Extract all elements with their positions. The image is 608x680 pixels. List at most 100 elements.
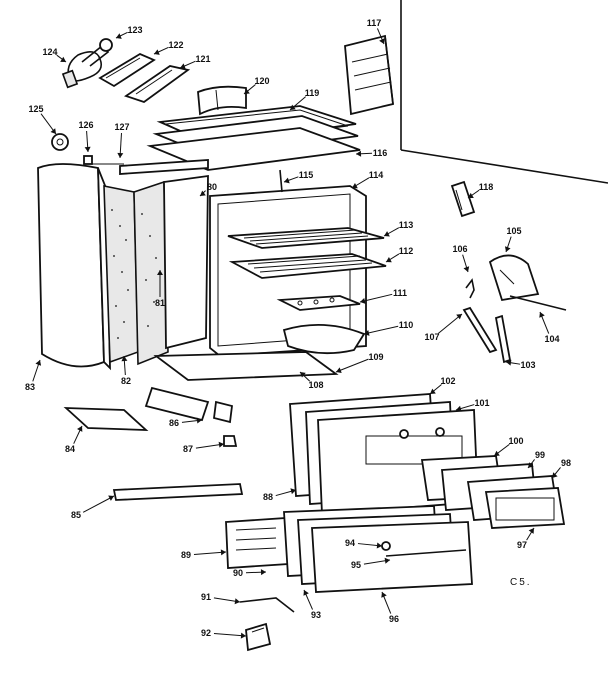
- clip-bracket: [450, 180, 476, 218]
- leader-arrowhead: [220, 549, 226, 556]
- power-cord-assembly: [61, 38, 113, 89]
- leader-arrowhead: [352, 182, 358, 189]
- callout-124: 124: [42, 47, 67, 63]
- leader-arrowhead: [456, 405, 462, 412]
- leader-arrowhead: [121, 356, 128, 362]
- callout-label: 116: [373, 148, 388, 158]
- callout-label: 114: [369, 170, 384, 180]
- callout-122: 122: [153, 40, 184, 55]
- callout-114: 114: [351, 170, 384, 189]
- callout-108: 108: [299, 371, 324, 390]
- callout-label: 125: [28, 104, 43, 114]
- leader-arrowhead: [504, 246, 511, 252]
- callout-label: 106: [452, 244, 467, 254]
- drawer-front: [311, 521, 473, 593]
- callout-label: 109: [368, 352, 383, 362]
- drawer-handle-clip: [239, 597, 295, 613]
- callout-99: 99: [527, 450, 545, 469]
- callout-label: 122: [168, 40, 183, 50]
- leader-arrowhead: [60, 56, 66, 62]
- leader-arrowhead: [196, 417, 202, 424]
- callout-label: 126: [78, 120, 93, 130]
- leader-arrowhead: [552, 472, 558, 478]
- callout-109: 109: [335, 352, 384, 374]
- callout-label: 111: [393, 288, 407, 298]
- callout-125: 125: [28, 104, 57, 135]
- hinge-link-103: [494, 314, 512, 364]
- leader-line: [335, 358, 369, 373]
- leader-arrowhead: [290, 104, 296, 110]
- callout-label: 82: [121, 376, 131, 386]
- hinge-link-107: [462, 306, 498, 354]
- leader-arrowhead: [244, 88, 250, 94]
- callout-119: 119: [289, 88, 320, 111]
- callout-label: 119: [305, 88, 320, 98]
- callout-85: 85: [71, 495, 115, 520]
- callout-label: 113: [399, 220, 414, 230]
- callout-label: 115: [299, 170, 314, 180]
- leader-arrowhead: [157, 270, 163, 275]
- callout-94: 94: [345, 538, 383, 549]
- callout-113: 113: [383, 220, 414, 237]
- leader-arrowhead: [494, 450, 500, 456]
- callout-label: 81: [155, 298, 165, 308]
- leader-arrowhead: [528, 528, 534, 534]
- callout-label: 103: [520, 360, 535, 370]
- leader-arrowhead: [200, 190, 206, 196]
- callout-label: 121: [195, 54, 210, 64]
- leader-line: [82, 495, 115, 513]
- leader-arrowhead: [364, 330, 370, 336]
- leader-arrowhead: [116, 33, 122, 39]
- callout-label: 123: [127, 25, 142, 35]
- callout-103: 103: [505, 359, 536, 370]
- callout-label: 91: [201, 592, 211, 602]
- callout-label: 90: [233, 568, 243, 578]
- leader-arrowhead: [77, 426, 83, 432]
- leader-arrowhead: [303, 590, 309, 596]
- drawer-bracket: [245, 622, 272, 652]
- callout-label: 104: [544, 334, 559, 344]
- callout-106: 106: [452, 244, 470, 273]
- leader-arrowhead: [284, 177, 290, 184]
- callout-112: 112: [385, 246, 413, 263]
- callout-label: 117: [367, 18, 382, 28]
- callout-label: 100: [508, 436, 523, 446]
- callout-100: 100: [493, 436, 524, 457]
- drawer-rail: [144, 386, 233, 424]
- burner-box-part: [98, 52, 191, 104]
- callout-123: 123: [115, 25, 143, 39]
- callout-label: 108: [308, 380, 323, 390]
- callout-label: 98: [561, 458, 571, 468]
- callout-label: 127: [114, 122, 129, 132]
- callout-97: 97: [517, 527, 535, 550]
- callout-label: 80: [207, 182, 217, 192]
- callout-label: 105: [506, 226, 521, 236]
- callout-116: 116: [355, 148, 388, 158]
- leader-arrowhead: [539, 312, 545, 318]
- callout-label: 101: [474, 398, 489, 408]
- callout-label: 118: [479, 182, 494, 192]
- callout-81: 81: [155, 270, 165, 308]
- leader-arrowhead: [117, 152, 124, 158]
- callout-label: 85: [71, 510, 81, 520]
- callout-label: 97: [517, 540, 527, 550]
- leader-arrowhead: [240, 632, 246, 639]
- leader-arrowhead: [528, 462, 534, 468]
- oven-rack-upper: [227, 227, 385, 249]
- callout-80: 80: [199, 182, 217, 197]
- insulation-panel: [103, 185, 139, 364]
- callout-91: 91: [201, 592, 241, 605]
- hinge-spring: [465, 278, 475, 299]
- hinge-plate: [63, 407, 149, 431]
- callout-98: 98: [551, 458, 571, 479]
- callout-111: 111: [359, 288, 407, 304]
- frame-lines: [400, 0, 608, 184]
- leader-arrowhead: [456, 314, 462, 320]
- callout-127: 127: [114, 122, 130, 159]
- door-window: [484, 487, 566, 529]
- callout-105: 105: [504, 226, 522, 253]
- corner-code: C5.: [510, 577, 532, 588]
- leader-arrowhead: [379, 38, 385, 44]
- leader-line: [363, 325, 399, 335]
